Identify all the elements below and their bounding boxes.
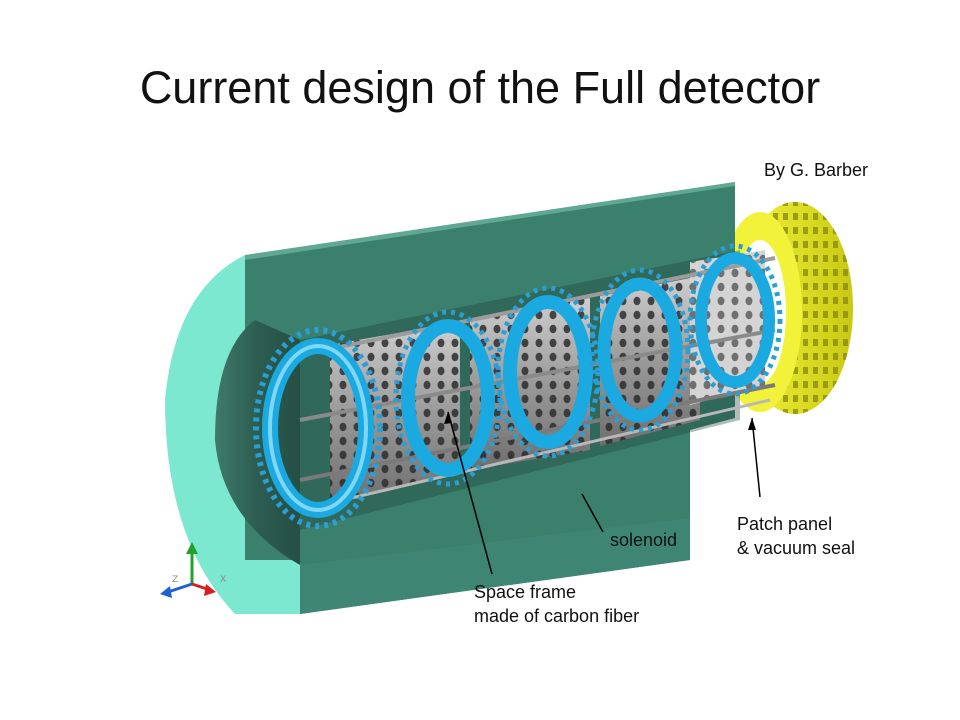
ring-1 bbox=[253, 327, 383, 529]
space-frame-label-line-1: Space frame bbox=[474, 582, 577, 602]
credit-text: By G. Barber bbox=[764, 160, 869, 180]
patch-panel-label: Patch panel & vacuum seal bbox=[737, 512, 855, 560]
ring-5 bbox=[687, 243, 783, 397]
ring-3 bbox=[495, 285, 601, 459]
space-frame-leader bbox=[447, 411, 493, 575]
space-frame-arrowhead bbox=[444, 412, 452, 424]
space-frame-label-line-2: made of carbon fiber bbox=[474, 606, 640, 626]
page-title: Current design of the Full detector bbox=[139, 62, 821, 113]
patch-panel-arrowhead bbox=[748, 418, 756, 430]
solenoid-label: solenoid bbox=[610, 530, 678, 550]
axis-x-label: X bbox=[220, 575, 226, 585]
axis-z-label: Z bbox=[172, 575, 178, 585]
ring-2 bbox=[393, 309, 503, 487]
solenoid-leader bbox=[581, 493, 604, 533]
ring-4 bbox=[589, 267, 691, 433]
space-frame-label: Space frame made of carbon fiber bbox=[474, 580, 639, 628]
axes-triad-icon: Z X bbox=[160, 542, 226, 598]
patch-panel-label-line-2: & vacuum seal bbox=[737, 538, 856, 558]
patch-panel-leader bbox=[751, 417, 761, 498]
patch-panel-label-line-1: Patch panel bbox=[737, 514, 833, 534]
